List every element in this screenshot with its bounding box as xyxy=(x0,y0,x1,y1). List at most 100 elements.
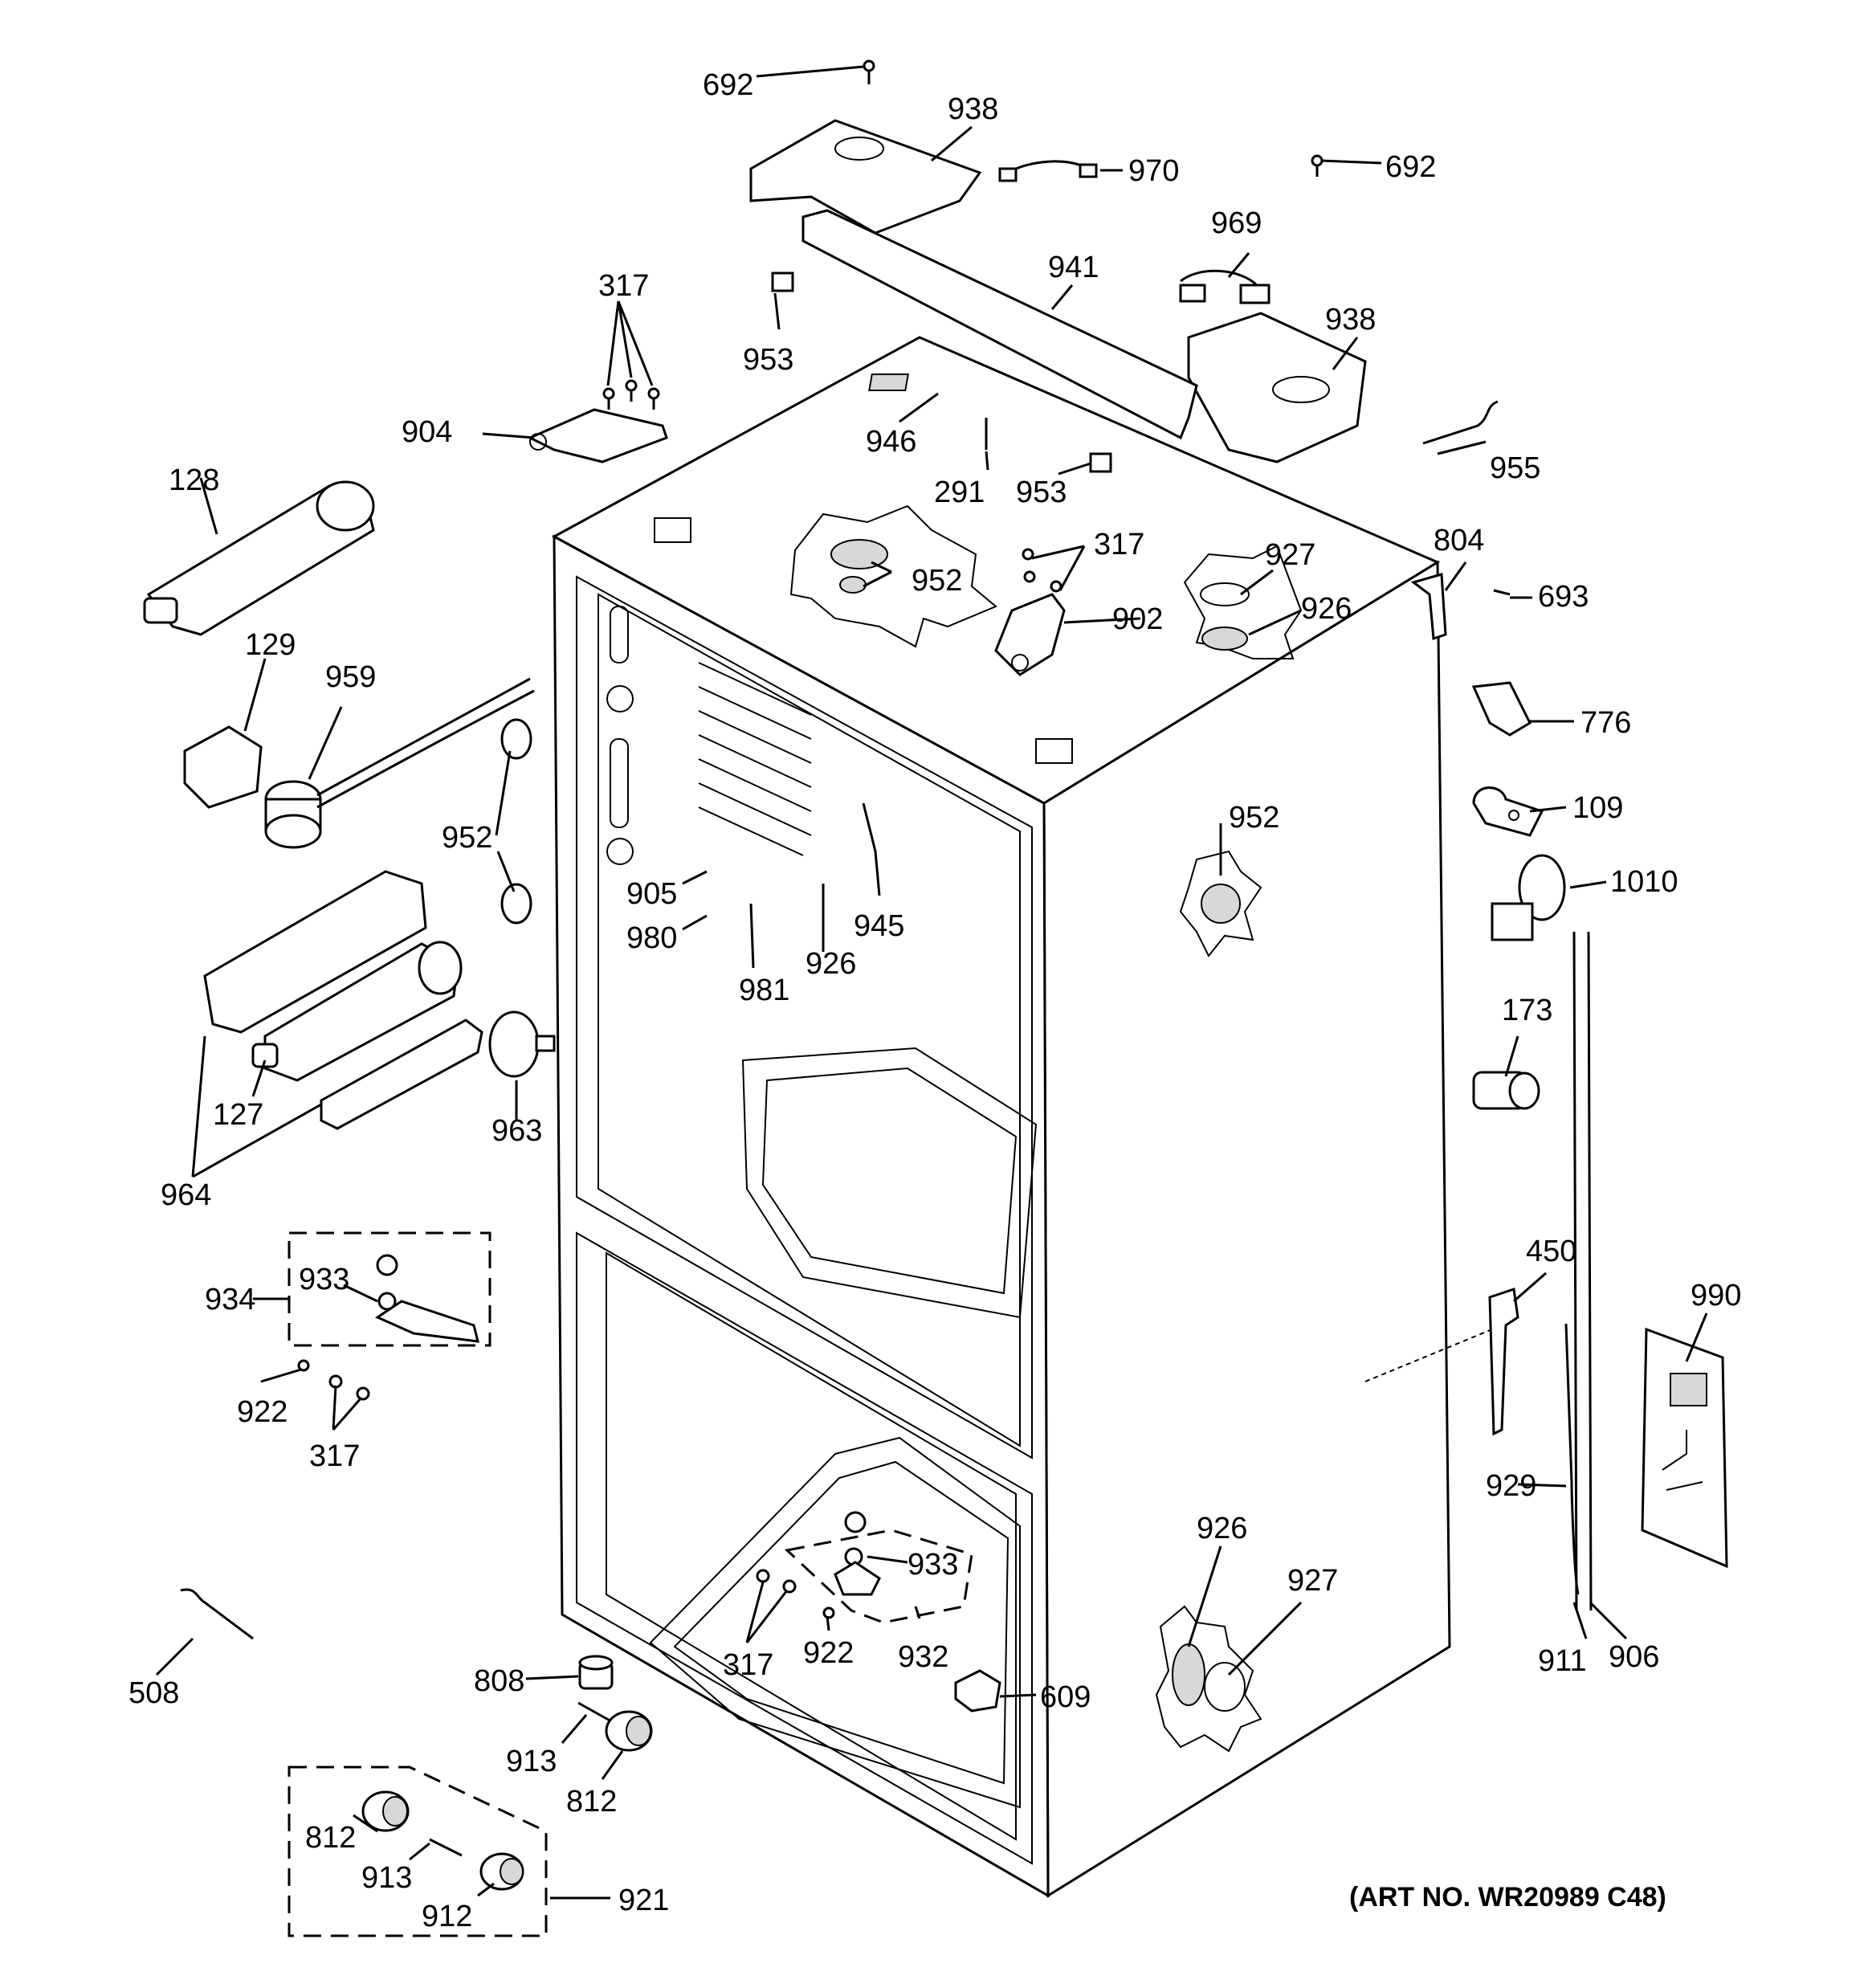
bracket-450 xyxy=(1488,1288,1519,1436)
cutout-952-side xyxy=(1179,850,1262,957)
callout-913: 913 xyxy=(506,1745,557,1778)
leader-lines xyxy=(155,65,1708,1900)
screws-692 xyxy=(863,59,1324,177)
callout-317: 317 xyxy=(1094,528,1144,561)
knob-963 xyxy=(488,1010,556,1078)
axle-913-kit xyxy=(429,1838,463,1857)
fitting-1010 xyxy=(1491,854,1566,941)
fitting-173 xyxy=(1472,1071,1540,1110)
callout-692: 692 xyxy=(703,68,753,102)
callout-938: 938 xyxy=(1325,303,1376,337)
wire-harness-969 xyxy=(1179,269,1270,304)
callout-912: 912 xyxy=(422,1900,472,1933)
group-box-932 xyxy=(784,1529,973,1624)
callout-692: 692 xyxy=(1385,150,1436,184)
callout-946: 946 xyxy=(866,425,916,459)
callout-980: 980 xyxy=(626,921,677,955)
wire-harness-970 xyxy=(998,160,1098,182)
callout-904: 904 xyxy=(402,415,452,449)
switch-609 xyxy=(954,1669,1001,1712)
screws-922-317-left xyxy=(297,1359,370,1401)
hinge-902 xyxy=(994,548,1066,676)
sensor-946 xyxy=(868,374,910,391)
tube-955 xyxy=(1422,400,1499,445)
callout-964: 964 xyxy=(161,1178,211,1212)
callout-945: 945 xyxy=(854,909,904,943)
screw-922-bottom xyxy=(822,1606,835,1619)
callout-776: 776 xyxy=(1580,706,1631,740)
tube-508 xyxy=(180,1588,254,1640)
callout-906: 906 xyxy=(1609,1640,1659,1674)
callout-812: 812 xyxy=(566,1785,617,1819)
callout-926: 926 xyxy=(806,947,856,981)
grommets-952 xyxy=(500,718,532,925)
callout-921: 921 xyxy=(618,1884,669,1917)
callout-970: 970 xyxy=(1128,154,1179,188)
hinge-cover-938-right xyxy=(1187,312,1367,463)
callout-922: 922 xyxy=(237,1395,288,1429)
callout-913: 913 xyxy=(361,1861,412,1895)
callout-317: 317 xyxy=(598,269,649,303)
filter-head-129 xyxy=(183,725,263,809)
callout-963: 963 xyxy=(491,1114,542,1148)
callout-450: 450 xyxy=(1526,1235,1576,1268)
callout-952: 952 xyxy=(442,821,492,855)
callout-127: 127 xyxy=(213,1098,263,1132)
label-990 xyxy=(1641,1327,1728,1569)
callout-932: 932 xyxy=(898,1640,948,1674)
callout-129: 129 xyxy=(245,628,296,662)
callout-291: 291 xyxy=(934,476,985,509)
roller-912 xyxy=(479,1852,524,1891)
callout-955: 955 xyxy=(1490,451,1540,485)
callout-609: 609 xyxy=(1040,1680,1091,1714)
evaporator-coil xyxy=(698,662,812,856)
callout-933: 933 xyxy=(299,1263,349,1296)
callout-981: 981 xyxy=(739,974,789,1007)
art-number: (ART NO. WR20989 C48) xyxy=(1349,1882,1666,1912)
cutout-926-927-bottom xyxy=(1155,1605,1262,1753)
roller-812-kit xyxy=(361,1790,410,1832)
filter-cover-964 xyxy=(203,870,483,1130)
leveler-808 xyxy=(578,1655,614,1690)
callout-969: 969 xyxy=(1211,206,1262,240)
callout-508: 508 xyxy=(128,1676,179,1710)
callout-173: 173 xyxy=(1502,994,1552,1027)
callout-952: 952 xyxy=(912,564,962,598)
callout-990: 990 xyxy=(1691,1279,1741,1312)
hinge-cover-938-left xyxy=(749,119,982,235)
tubes-929-911-906 xyxy=(1564,931,1593,1611)
callout-902: 902 xyxy=(1112,602,1163,636)
group-box-934 xyxy=(288,1231,491,1347)
callout-812: 812 xyxy=(305,1821,356,1855)
cutout-926-927-top xyxy=(1183,545,1303,659)
callout-labels: 692 938 970 692 969 941 938 317 953 904 … xyxy=(128,68,1741,1933)
callout-953: 953 xyxy=(743,343,793,377)
callout-922: 922 xyxy=(803,1636,854,1670)
roller-assembly-933-bottom xyxy=(834,1511,881,1596)
roller-812 xyxy=(605,1710,653,1752)
callout-926: 926 xyxy=(1301,592,1352,626)
callout-1010: 1010 xyxy=(1610,865,1678,899)
refrigerator-cabinet xyxy=(551,336,1503,1898)
callout-926: 926 xyxy=(1197,1512,1247,1545)
screw-317-bottom-a xyxy=(756,1569,770,1583)
callout-808: 808 xyxy=(474,1664,524,1698)
callout-317: 317 xyxy=(309,1439,360,1473)
hinge-904 xyxy=(527,379,668,463)
filter-housing-959 xyxy=(264,677,535,849)
clamp-109 xyxy=(1472,786,1544,837)
callout-938: 938 xyxy=(948,92,998,126)
callout-941: 941 xyxy=(1048,251,1099,284)
group-box-921 xyxy=(288,1766,548,1937)
bracket-804 xyxy=(1410,573,1447,641)
callout-804: 804 xyxy=(1434,524,1484,557)
connector-953-mid xyxy=(1089,452,1112,473)
callout-927: 927 xyxy=(1287,1564,1338,1598)
callout-317: 317 xyxy=(723,1648,773,1682)
clip-776 xyxy=(1471,681,1532,737)
callout-911: 911 xyxy=(1538,1644,1587,1678)
screw-693 xyxy=(1493,589,1511,596)
screw-317-bottom-b xyxy=(782,1579,797,1594)
callout-109: 109 xyxy=(1572,791,1623,825)
